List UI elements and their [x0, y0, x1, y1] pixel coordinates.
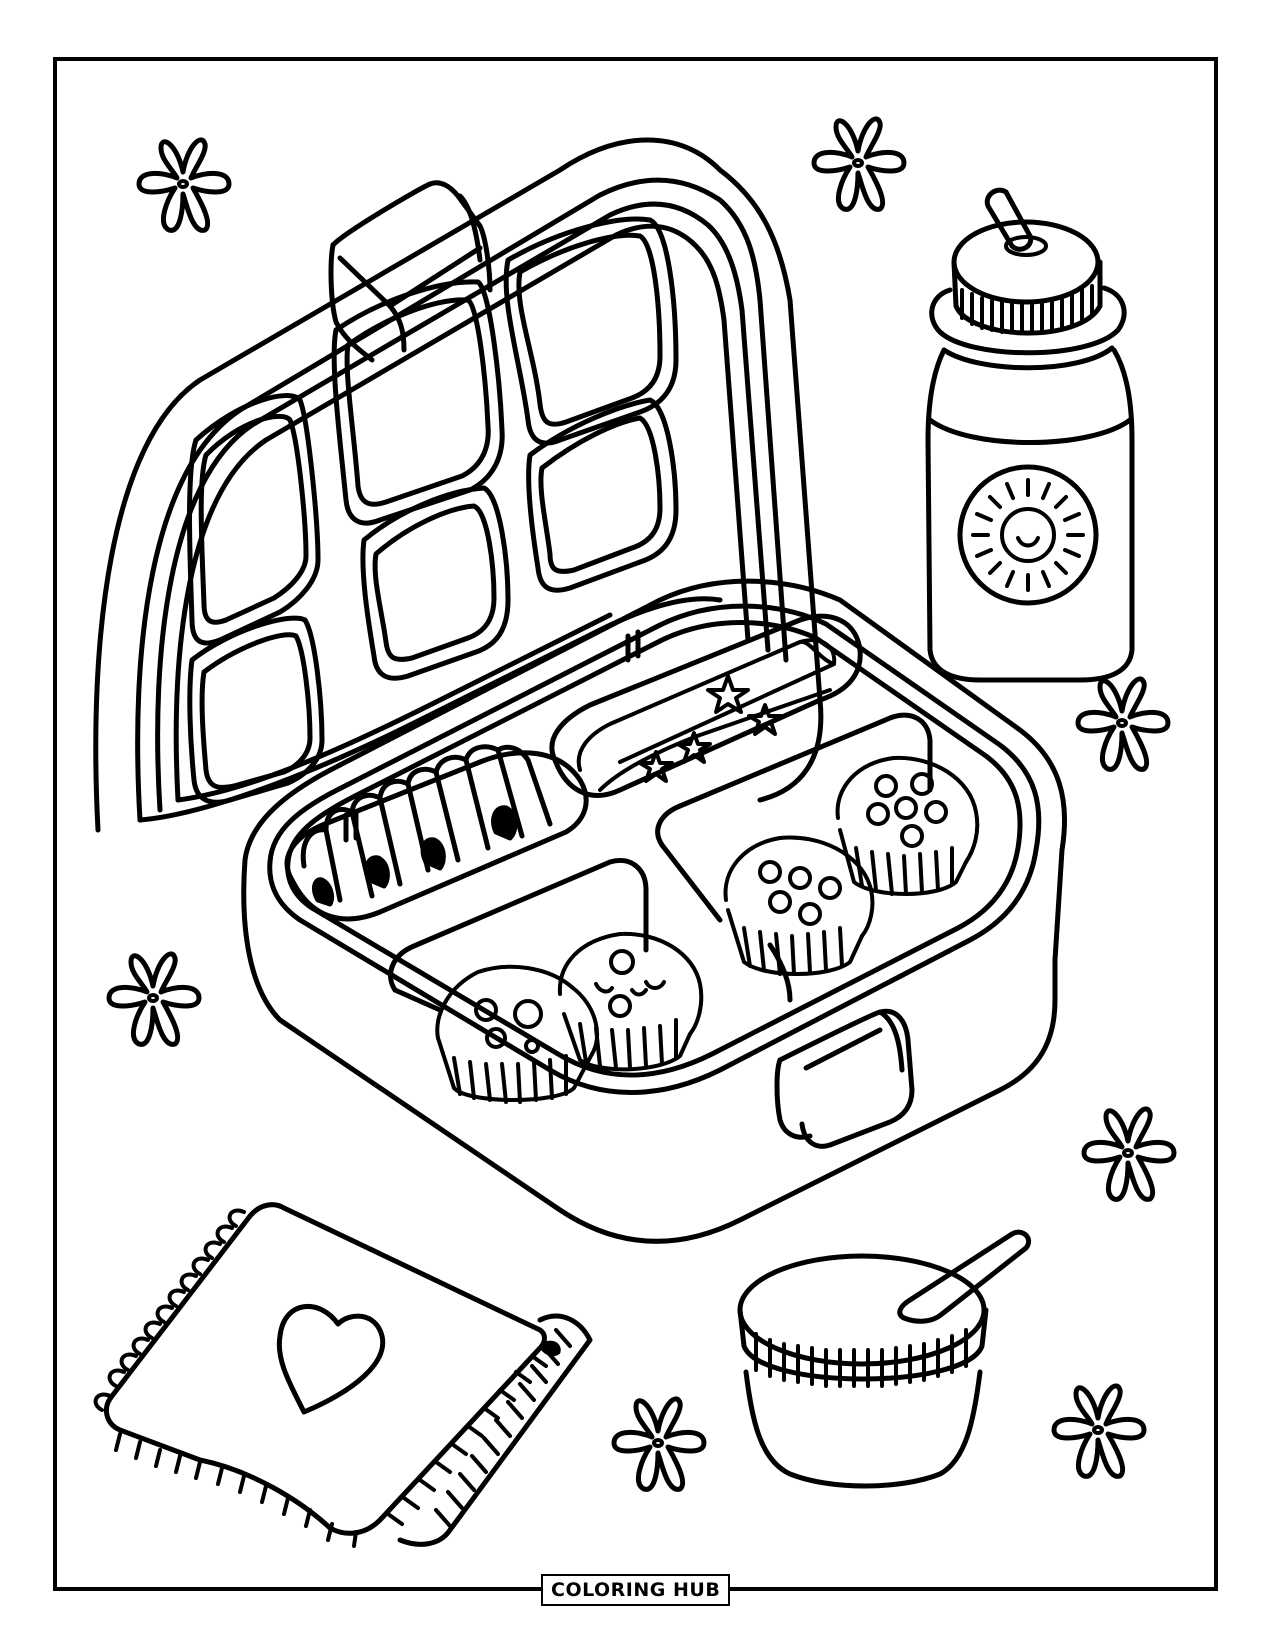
lid-compartment — [187, 393, 321, 646]
cupcake — [435, 964, 600, 1104]
star-icon — [638, 750, 674, 783]
cupcake-compartment-left — [388, 858, 793, 1013]
sandwich-slices — [300, 744, 553, 903]
yogurt-cup — [737, 1229, 1032, 1489]
cupcake — [835, 755, 980, 896]
sun-logo-icon — [957, 464, 1099, 606]
cupcake-smiling-face — [557, 931, 704, 1072]
napkin — [93, 1202, 593, 1548]
star-icon — [676, 731, 712, 764]
flower-icon — [811, 116, 907, 212]
flower-icon — [1051, 1383, 1147, 1479]
brand-label: COLORING HUB — [551, 1579, 721, 1601]
star-icon — [747, 703, 783, 736]
spoon-icon — [897, 1229, 1032, 1324]
lid-compartment — [526, 397, 679, 593]
flower-icon — [106, 951, 202, 1047]
flower-icon — [1075, 676, 1171, 772]
flower-icon — [1081, 1106, 1177, 1202]
flower-icon — [136, 137, 232, 233]
lid-compartment — [503, 216, 679, 446]
star-icon — [706, 674, 750, 714]
brand-badge: COLORING HUB — [541, 1574, 731, 1606]
sandwich-compartment — [284, 744, 589, 922]
wrap-compartment — [549, 613, 863, 798]
lid-compartment — [187, 615, 325, 805]
cupcake — [723, 835, 875, 976]
lunchbox-lid — [93, 137, 824, 843]
cupcake-compartment-right — [655, 712, 933, 923]
lid-compartment — [331, 279, 505, 526]
lid-compartment — [360, 485, 511, 681]
heart-icon — [276, 1303, 386, 1415]
water-bottle — [925, 187, 1135, 683]
flower-icon — [611, 1396, 707, 1492]
